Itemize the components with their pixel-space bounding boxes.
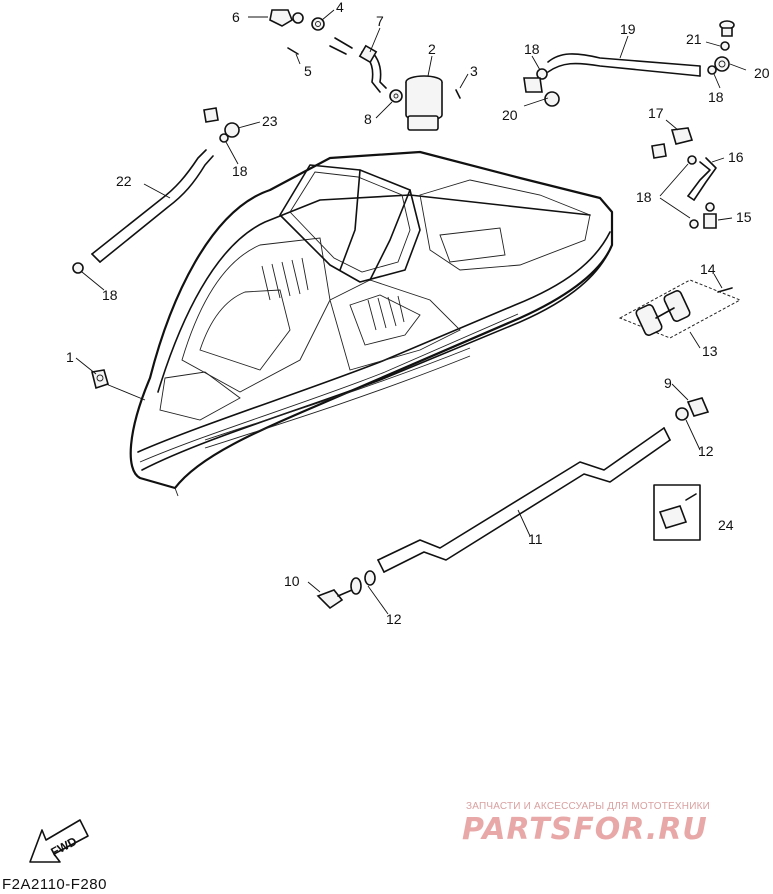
leader-lines [75,9,747,615]
callout-13: 13 [702,343,718,359]
callout-20-left: 20 [502,107,518,123]
part-15 [689,202,717,229]
callout-23: 23 [262,113,278,129]
part-5 [287,47,299,55]
callout-18-right: 18 [708,89,724,105]
part-19 [547,53,701,77]
part-2 [405,75,443,131]
callout-labels: 1 2 3 4 5 6 7 8 9 10 11 12 12 13 14 15 1… [66,0,770,627]
callout-10: 10 [284,573,300,589]
callout-15: 15 [736,209,752,225]
part-3 [455,89,461,99]
callout-2: 2 [428,41,436,57]
part-21-20-right [707,20,735,75]
callout-7: 7 [376,13,384,29]
part-16 [687,155,717,201]
callout-3: 3 [470,63,478,79]
callout-18-mid: 18 [232,163,248,179]
callout-18-left: 18 [102,287,118,303]
callout-18-top: 18 [524,41,540,57]
part-24 [653,484,701,541]
part-17 [651,127,694,159]
part-11 [377,427,671,573]
fwd-arrow-icon: FWD [29,819,89,863]
part-23 [203,107,240,143]
part-4 [311,17,325,31]
callout-19: 19 [620,21,636,37]
callout-11: 11 [528,531,543,547]
part-6 [269,9,304,27]
part-18-lower-left [72,262,84,274]
watermark-caption: ЗАПЧАСТИ И АКСЕССУАРЫ ДЛЯ МОТОТЕХНИКИ [466,801,711,812]
callout-24: 24 [718,517,734,533]
callout-18-side: 18 [636,189,652,205]
callout-1: 1 [66,349,74,365]
part-9 [675,397,710,421]
callout-4: 4 [336,0,344,15]
part-8 [389,89,403,103]
part-10 [316,570,376,610]
callout-12-upper: 12 [698,443,714,459]
callout-14: 14 [700,261,716,277]
part-1 [91,369,109,390]
callout-22: 22 [116,173,132,189]
part-7 [329,37,387,93]
callout-12-lower: 12 [386,611,402,627]
diagram-code: F2A2110-F280 [2,876,107,893]
part-14 [717,287,733,293]
part-18-20-left [523,68,560,107]
callout-6: 6 [232,9,240,25]
callout-5: 5 [304,63,312,79]
part-13 [618,279,742,339]
callout-8: 8 [364,111,372,127]
boat-hull [129,150,614,497]
callout-9: 9 [664,375,672,391]
callout-16: 16 [728,149,744,165]
watermark-logo: PARTSFOR.RU [462,812,708,847]
callout-17: 17 [648,105,664,121]
part-22 [91,149,214,263]
callout-20-right: 20 [754,65,770,81]
callout-21: 21 [686,31,702,47]
